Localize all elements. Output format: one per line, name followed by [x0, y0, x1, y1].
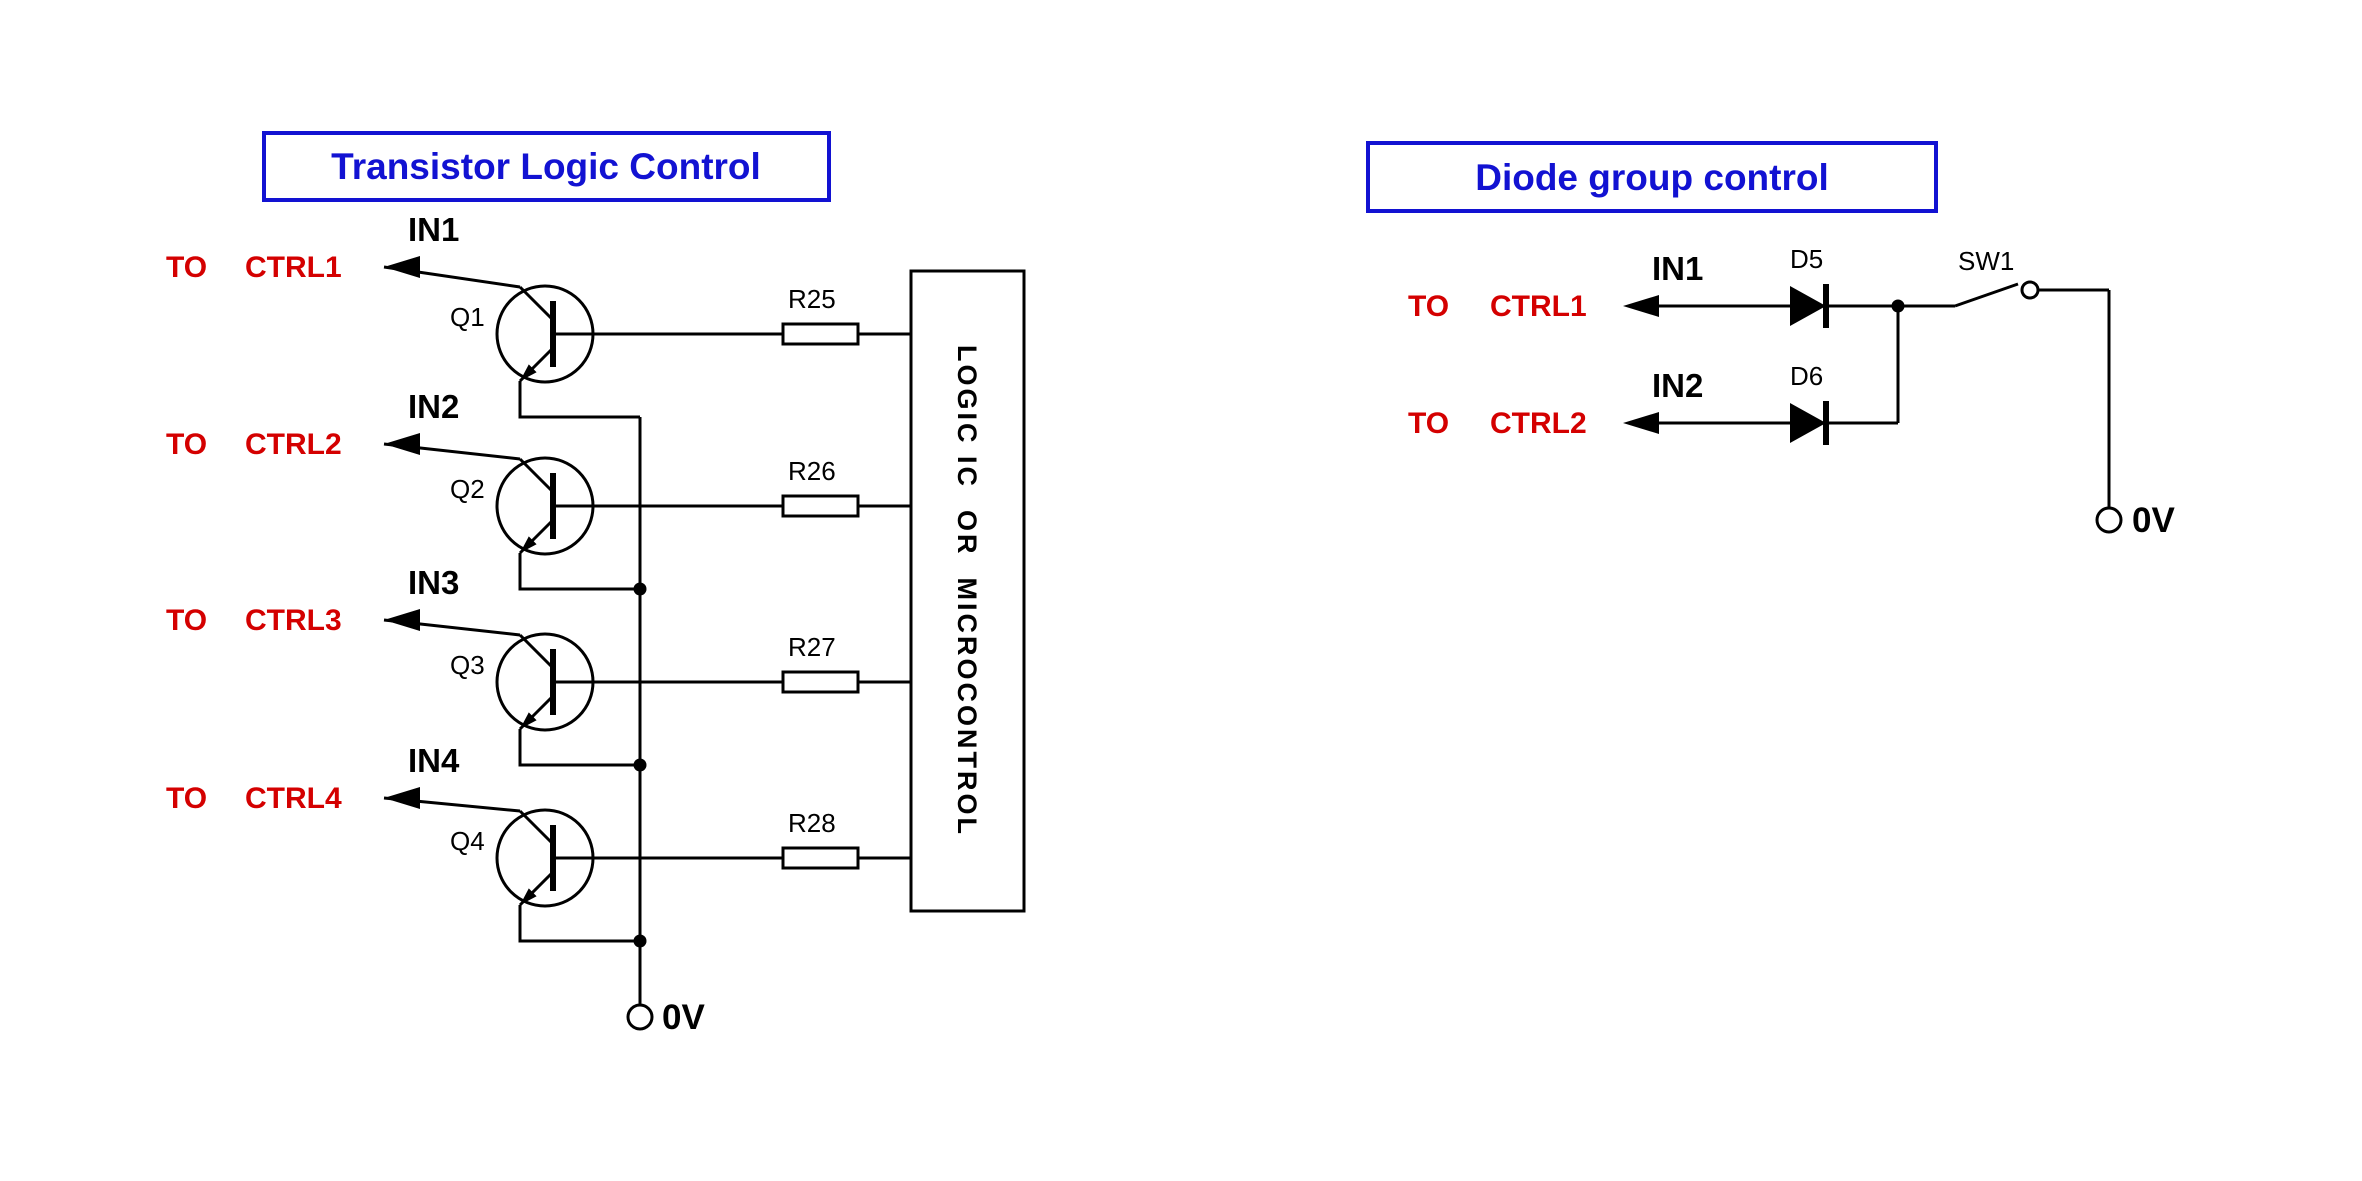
in1-label: IN1 — [408, 211, 459, 248]
in3-label: IN3 — [408, 564, 459, 601]
output-arrow-icon — [384, 256, 420, 278]
in2-label: IN2 — [408, 388, 459, 425]
q2-ref-label: Q2 — [450, 474, 485, 504]
q1-ref-label: Q1 — [450, 302, 485, 332]
r25-ref-label: R25 — [788, 284, 836, 314]
q4-ref-label: Q4 — [450, 826, 485, 856]
in1-label-right: IN1 — [1652, 250, 1703, 287]
output-arrow-icon — [384, 433, 420, 455]
r27-ref-label: R27 — [788, 632, 836, 662]
diode-d6-symbol — [1790, 401, 1826, 445]
to-label-d1: TO — [1408, 290, 1449, 323]
logic-ic-box — [909, 269, 1026, 913]
resistor-r25-symbol — [781, 322, 860, 346]
left-title: Transistor Logic Control — [331, 146, 761, 187]
in2-label-right: IN2 — [1652, 367, 1703, 404]
switch-blade — [1954, 282, 2019, 308]
d5-ref-label: D5 — [1790, 244, 1823, 274]
emitter-wire-1 — [518, 381, 640, 419]
ground-terminal — [626, 1003, 654, 1031]
collector-wire-1 — [383, 265, 521, 289]
right-title: Diode group control — [1475, 157, 1829, 198]
diode-group-section: Diode group control TO CTRL1 IN1 D5 TO C… — [1366, 141, 2175, 540]
to-label-4: TO — [166, 782, 207, 815]
resistor-r27-symbol — [781, 670, 860, 694]
transistor-logic-section: Transistor Logic Control TO CTRL1 IN1 Q1… — [166, 131, 1026, 1037]
d6-ref-label: D6 — [1790, 361, 1823, 391]
emitter-wire-3 — [518, 729, 640, 767]
diode-row-1: TO CTRL1 IN1 D5 — [1408, 244, 1898, 328]
channel-4: TO CTRL4 IN4 Q4 R28 — [166, 742, 911, 948]
emitter-wire-4 — [518, 905, 640, 943]
collector-wire-4 — [383, 796, 521, 813]
channel-3: TO CTRL3 IN3 Q3 R27 — [166, 564, 911, 772]
ctrl1-output-label-right: CTRL1 — [1490, 290, 1587, 323]
output-arrow-icon — [384, 787, 420, 809]
channel-2: TO CTRL2 IN2 Q2 R26 — [166, 388, 911, 596]
switch-contact — [2020, 280, 2040, 300]
ctrl2-output-label: CTRL2 — [245, 428, 342, 461]
resistor-r28-symbol — [781, 846, 860, 870]
ctrl4-output-label: CTRL4 — [245, 782, 342, 815]
r28-ref-label: R28 — [788, 808, 836, 838]
r26-ref-label: R26 — [788, 456, 836, 486]
channel-1: TO CTRL1 IN1 Q1 R25 — [166, 211, 911, 419]
left-title-box — [262, 131, 831, 202]
ctrl2-output-label-right: CTRL2 — [1490, 407, 1587, 440]
emitter-wire-2 — [518, 553, 640, 591]
q3-ref-label: Q3 — [450, 650, 485, 680]
to-label-3: TO — [166, 604, 207, 637]
output-arrow-icon — [1623, 295, 1659, 317]
to-label-2: TO — [166, 428, 207, 461]
ctrl1-output-label: CTRL1 — [245, 251, 342, 284]
right-ground-label: 0V — [2132, 501, 2175, 540]
to-label-d2: TO — [1408, 407, 1449, 440]
diode-d5-symbol — [1790, 284, 1826, 328]
resistor-r26-symbol — [781, 494, 860, 518]
logic-ic-label: LOGIC IC OR MICROCONTROL — [952, 345, 982, 837]
collector-wire-2 — [383, 442, 521, 461]
left-ground-label: 0V — [662, 998, 705, 1037]
output-arrow-icon — [1623, 412, 1659, 434]
in4-label: IN4 — [408, 742, 460, 779]
diode-row-2: TO CTRL2 IN2 D6 — [1408, 306, 1900, 445]
right-title-box — [1366, 141, 1938, 213]
ground-terminal — [2095, 506, 2123, 534]
sw1-ref-label: SW1 — [1958, 246, 2014, 276]
output-arrow-icon — [384, 609, 420, 631]
to-label-1: TO — [166, 251, 207, 284]
collector-wire-3 — [383, 618, 521, 637]
ctrl3-output-label: CTRL3 — [245, 604, 342, 637]
